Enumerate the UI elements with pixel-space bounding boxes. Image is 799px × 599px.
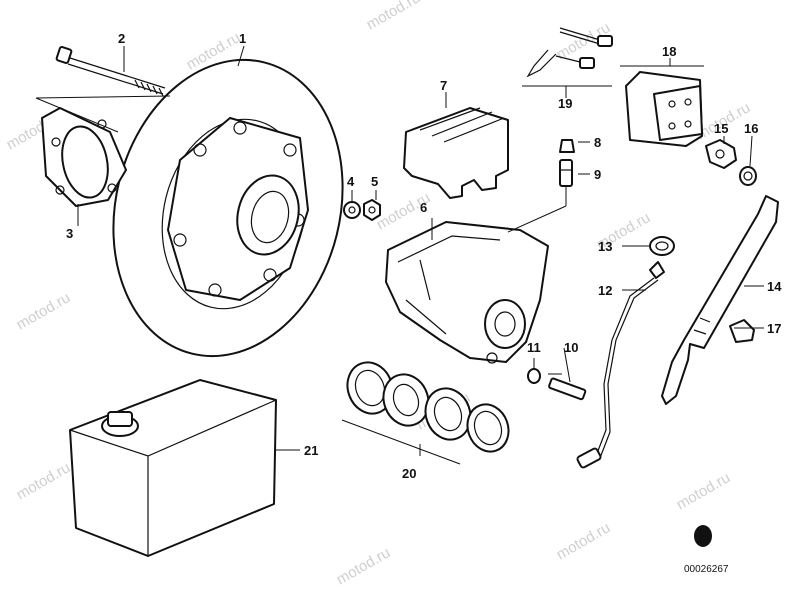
pins-clip-illustration <box>522 27 613 87</box>
part-number-label: 7 <box>440 78 447 93</box>
part-number-label: 10 <box>564 340 578 355</box>
watermark: motod.ru <box>14 459 74 503</box>
part-number-label: 2 <box>118 31 125 46</box>
seal-kit-illustration <box>341 361 510 465</box>
part-number-label: 3 <box>66 226 73 241</box>
part-number-label: 18 <box>662 44 676 59</box>
brake-disc-illustration <box>112 58 344 358</box>
watermark: motod.ru <box>364 0 424 33</box>
part-number-label: 9 <box>594 167 601 182</box>
part-number-label: 11 <box>527 340 541 355</box>
pad-spring-illustration <box>403 107 509 199</box>
part-number-label: 21 <box>304 443 318 458</box>
part-number-label: 4 <box>347 174 355 189</box>
brake-fluid-can-illustration <box>69 379 300 557</box>
part-number-label: 20 <box>402 466 416 481</box>
part-number-label: 14 <box>767 279 782 294</box>
caliper-bolt-illustration <box>527 368 587 401</box>
part-number-label: 5 <box>371 174 378 189</box>
part-labels: 1 2 3 4 5 6 7 8 9 10 11 12 13 14 15 16 1… <box>66 31 782 575</box>
brake-line-illustration <box>576 236 675 469</box>
bleeder-valve-illustration <box>507 139 575 233</box>
leader-lines <box>77 45 764 456</box>
reference-dot <box>694 525 712 547</box>
brake-hose-illustration <box>661 195 779 405</box>
part-number-label: 6 <box>420 200 427 215</box>
caliper-illustration <box>385 218 549 364</box>
spacer-ring-illustration <box>35 95 171 207</box>
part-number-label: 15 <box>714 121 728 136</box>
watermark: motod.ru <box>554 519 614 563</box>
part-number-label: 19 <box>558 96 572 111</box>
part-number-label: 1 <box>239 31 246 46</box>
reference-number: 00026267 <box>684 564 729 575</box>
washer-nut-illustration <box>343 199 381 221</box>
part-number-label: 17 <box>767 321 781 336</box>
part-number-label: 8 <box>594 135 601 150</box>
brake-pads-illustration <box>620 65 704 147</box>
watermark: motod.ru <box>14 289 74 333</box>
part-number-label: 12 <box>598 283 612 298</box>
part-number-label: 16 <box>744 121 758 136</box>
part-number-label: 13 <box>598 239 612 254</box>
grommet-illustration <box>729 319 755 343</box>
bolt-illustration <box>55 46 166 97</box>
watermark: motod.ru <box>674 469 734 513</box>
watermark: motod.ru <box>334 544 394 588</box>
banjo-fitting-illustration <box>705 139 757 186</box>
